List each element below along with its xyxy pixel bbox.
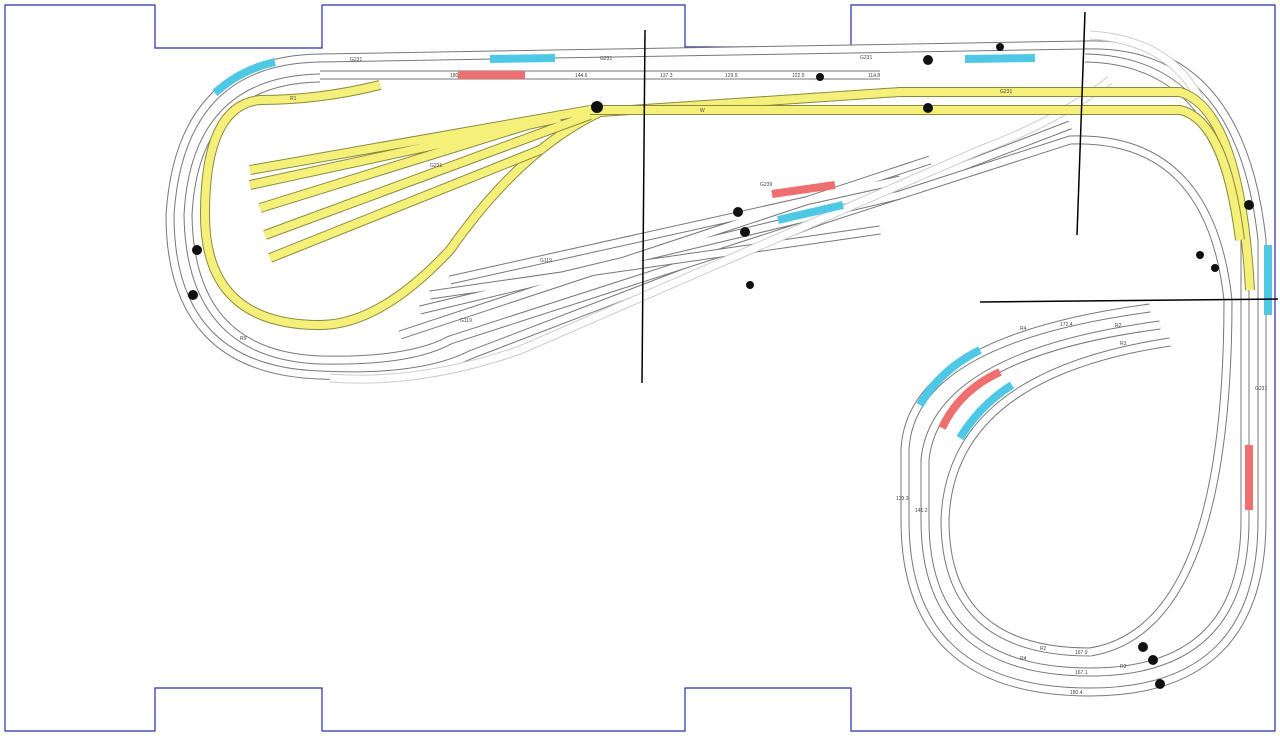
highlighted-segments: [212, 54, 1272, 510]
track-label: 180: [450, 73, 459, 79]
track-label: 122.5: [792, 73, 805, 79]
track-label: R4: [1020, 326, 1027, 332]
track-label: 137.3: [660, 73, 673, 79]
track-label: R4: [1020, 656, 1027, 662]
room-outline: [4, 4, 1276, 732]
track-label: 139.3: [896, 496, 909, 502]
track-label: R2: [1040, 646, 1047, 652]
markers: [188, 43, 1254, 689]
track-label: 180.4: [1070, 690, 1083, 696]
track-label: 172.4: [1060, 322, 1073, 328]
track-label: R3: [1120, 341, 1127, 347]
yellow-yard: [199, 80, 1255, 331]
track-labels: G231 G231 G231 180 144.6 137.3 129.9 122…: [240, 55, 1267, 696]
track-label: 114.8: [868, 73, 880, 79]
track-label: G119: [540, 258, 552, 264]
track-label: R2: [1115, 323, 1122, 329]
track-label: 167.9: [1075, 650, 1088, 656]
track-label: 144.6: [575, 73, 588, 79]
track-label: 167.1: [1075, 670, 1088, 676]
track-label: G239: [760, 182, 772, 188]
track-label: G231: [1255, 386, 1267, 392]
track-label: 129.9: [725, 73, 738, 79]
track-label: G231: [860, 55, 872, 61]
track-label: W: [700, 108, 705, 114]
track-label: G119: [460, 318, 472, 324]
track-label: R3: [1120, 664, 1127, 670]
track-label: G231: [430, 163, 442, 169]
track-label: R1: [290, 96, 297, 102]
track-label: G231: [600, 56, 612, 62]
outer-mainline: [165, 40, 1267, 697]
track-label: 141.2: [915, 508, 928, 514]
track-label: R9: [240, 336, 247, 342]
section-lines: [641, 11, 1279, 384]
track-label: G231: [350, 57, 362, 63]
track-label: G231: [1000, 89, 1012, 95]
